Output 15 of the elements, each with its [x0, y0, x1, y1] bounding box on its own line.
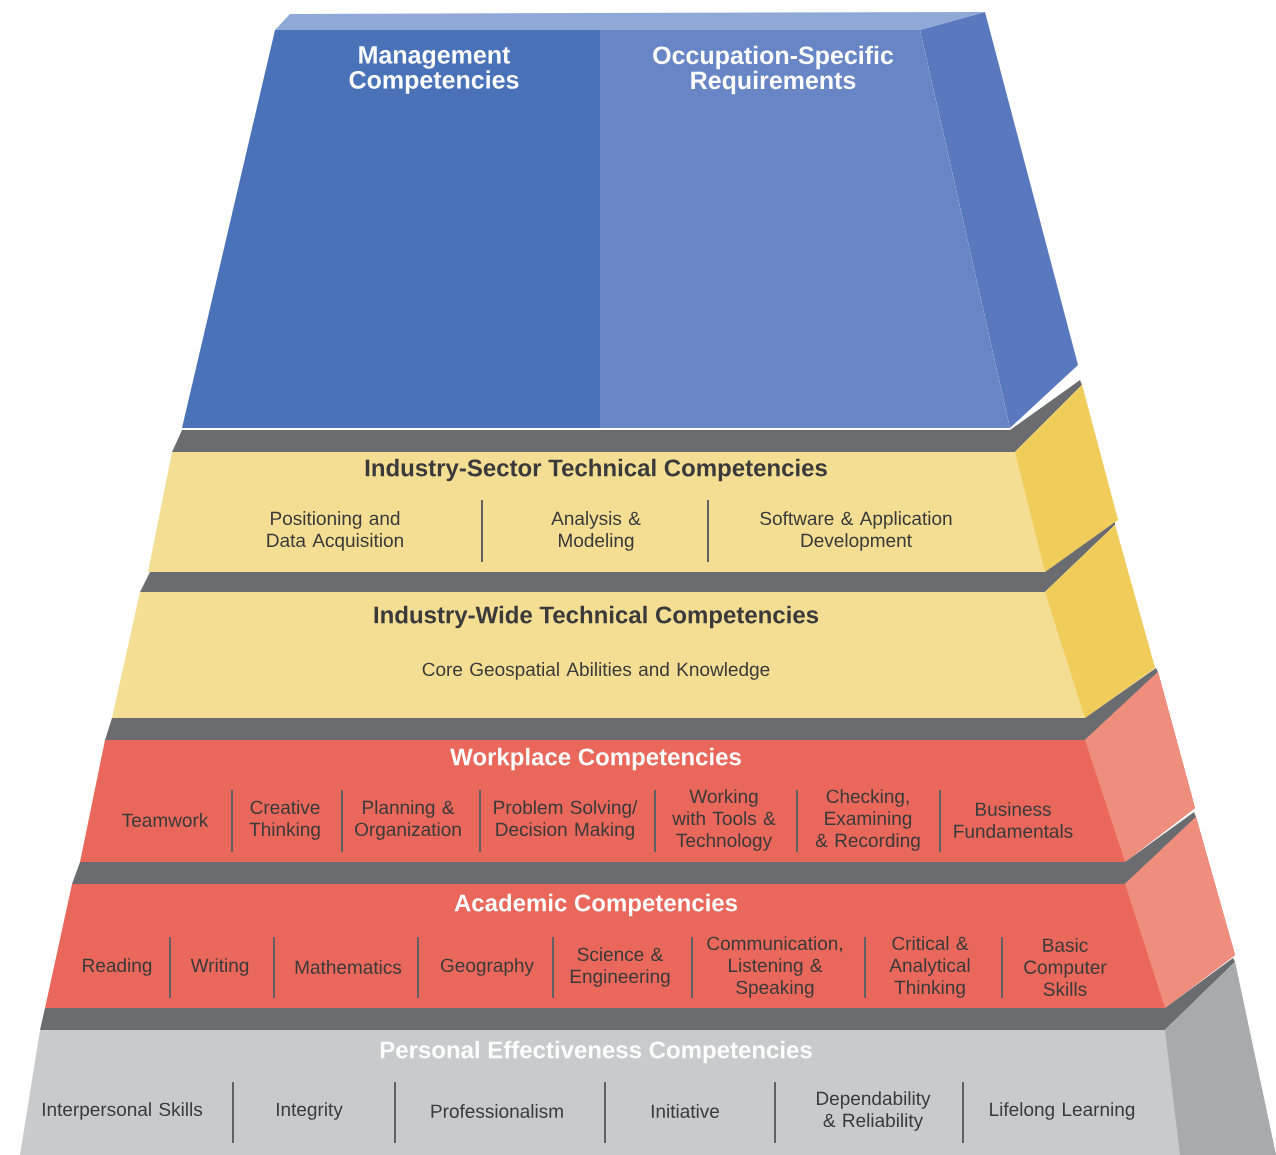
competency-label: Writing	[190, 958, 249, 976]
competency-label: Mathematics	[295, 960, 402, 974]
competency-label: Lifelong Learning	[990, 1102, 1135, 1120]
competency-label: Initiative	[651, 1104, 719, 1118]
block-face: Occupation-Specific Requirements	[600, 12, 1078, 428]
node-label: Academic Competencies	[454, 893, 738, 917]
block-face: Management Competencies	[182, 13, 600, 428]
competency-label: Dependability & Reliability	[817, 1091, 931, 1131]
competency-label: Interpersonal Skills	[43, 1102, 203, 1120]
competency-label: Reading	[83, 958, 152, 976]
node-label: Industry-Wide Technical Competencies	[374, 605, 819, 629]
competency-label: Geography	[440, 958, 534, 976]
competency-label: Integrity	[276, 1102, 343, 1120]
competency-label: Teamwork	[122, 813, 209, 827]
competency-label: Professionalism	[431, 1104, 563, 1118]
